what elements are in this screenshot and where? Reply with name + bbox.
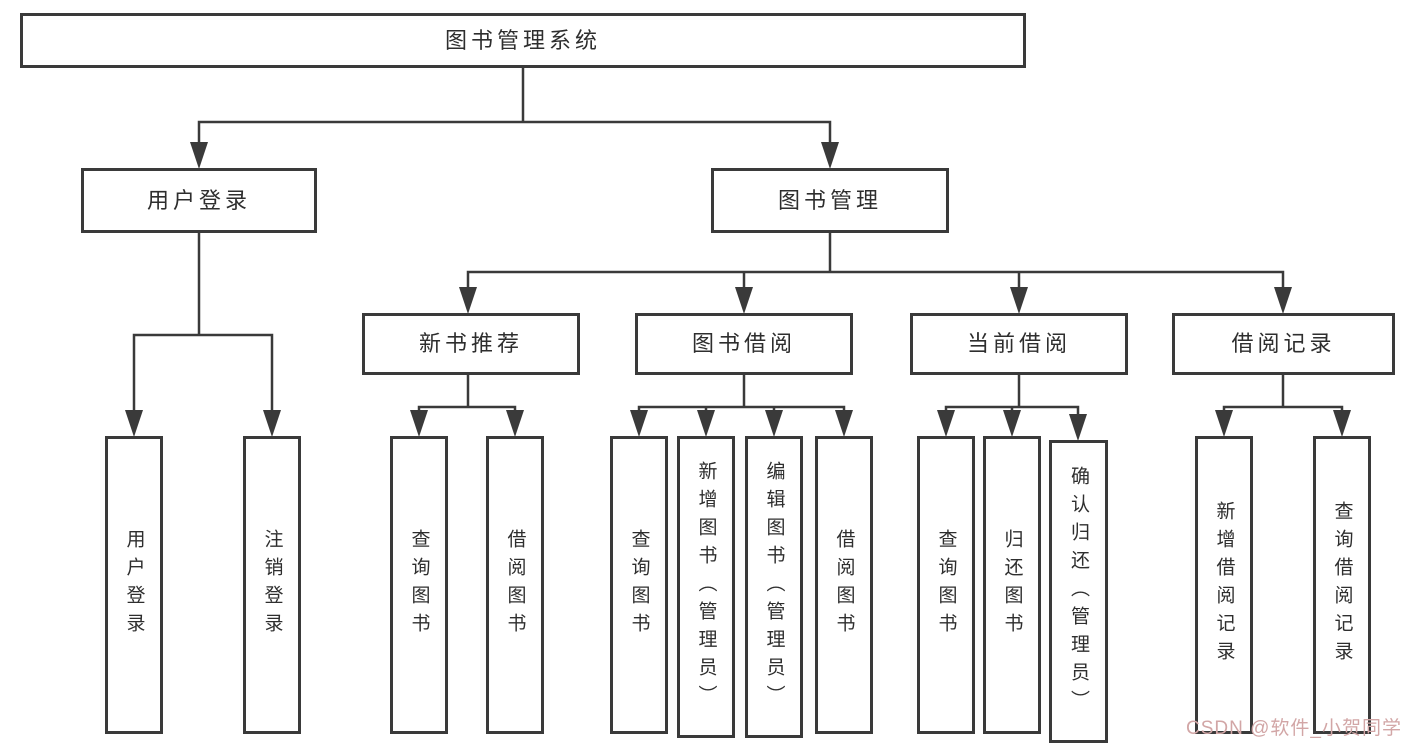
arrowhead-icon [459, 287, 477, 314]
connector-borrowing-records [1222, 373, 1344, 416]
node-label: 新书推荐 [418, 331, 523, 356]
arrowhead-icon [1010, 287, 1028, 314]
node-leaf-confirm-return-admin: 确认归还（管理员） [1049, 440, 1108, 743]
connector-book-management [466, 231, 1285, 293]
node-leaf-add-books-admin: 新增图书（管理员） [677, 436, 735, 738]
node-label: 查询图书 [628, 529, 650, 641]
arrowhead-icon [1333, 410, 1351, 437]
arrowhead-icons [125, 142, 1351, 441]
arrowhead-icon [190, 142, 208, 169]
node-label: 确认归还（管理员） [1068, 465, 1089, 718]
node-label: 当前借阅 [966, 331, 1071, 356]
arrowhead-icon [263, 410, 281, 437]
node-leaf-return-books: 归还图书 [983, 436, 1041, 734]
connector-book-borrowing [637, 373, 846, 416]
node-label: 借阅图书 [504, 529, 526, 641]
node-book-management: 图书管理 [711, 168, 949, 233]
arrowhead-icon [1069, 414, 1087, 441]
arrowhead-icon [506, 410, 524, 437]
node-label: 编辑图书（管理员） [763, 461, 785, 713]
arrowhead-icon [821, 142, 839, 169]
arrowhead-icon [125, 410, 143, 437]
node-leaf-query-books: 查询图书 [917, 436, 975, 734]
node-book-management-system: 图书管理系统 [20, 13, 1026, 68]
connector-user-login [132, 231, 274, 416]
node-leaf-add-borrow-record: 新增借阅记录 [1195, 436, 1253, 734]
arrowhead-icon [937, 410, 955, 437]
arrowhead-icon [835, 410, 853, 437]
node-leaf-logout: 注销登录 [243, 436, 301, 734]
arrowhead-icon [630, 410, 648, 437]
node-leaf-query-borrow-record: 查询借阅记录 [1313, 436, 1371, 734]
node-label: 借阅记录 [1231, 331, 1336, 356]
node-label: 图书管理 [777, 187, 882, 213]
node-label: 注销登录 [261, 529, 283, 641]
arrowhead-icon [735, 287, 753, 314]
node-leaf-borrow-books: 借阅图书 [486, 436, 544, 734]
node-label: 用户登录 [146, 187, 251, 213]
node-leaf-user-login: 用户登录 [105, 436, 163, 734]
node-label: 新增图书（管理员） [695, 461, 717, 713]
arrowhead-icon [697, 410, 715, 437]
node-book-borrowing: 图书借阅 [635, 313, 853, 375]
node-label: 图书借阅 [691, 331, 796, 356]
node-leaf-query-books: 查询图书 [390, 436, 448, 734]
node-label: 归还图书 [1001, 529, 1023, 641]
arrowhead-icon [1003, 410, 1021, 437]
node-new-book-recommendation: 新书推荐 [362, 313, 580, 375]
node-label: 查询图书 [408, 529, 430, 641]
node-label: 查询图书 [935, 529, 957, 641]
csdn-watermark: CSDN @软件_小贺同学 [1186, 718, 1402, 739]
node-leaf-query-books: 查询图书 [610, 436, 668, 734]
node-label: 查询借阅记录 [1331, 501, 1353, 669]
node-label: 图书管理系统 [444, 27, 601, 53]
node-label: 新增借阅记录 [1213, 501, 1235, 669]
node-leaf-edit-books-admin: 编辑图书（管理员） [745, 436, 803, 738]
arrowhead-icon [1274, 287, 1292, 314]
node-label: 借阅图书 [833, 529, 855, 641]
node-leaf-borrow-books: 借阅图书 [815, 436, 873, 734]
node-user-login: 用户登录 [81, 168, 317, 233]
arrowhead-icon [765, 410, 783, 437]
connector-new-book [417, 373, 517, 416]
connector-root [197, 66, 832, 148]
arrowhead-icon [410, 410, 428, 437]
node-borrowing-records: 借阅记录 [1172, 313, 1395, 375]
node-label: 用户登录 [123, 529, 145, 641]
arrowhead-icon [1215, 410, 1233, 437]
node-current-borrowing: 当前借阅 [910, 313, 1128, 375]
